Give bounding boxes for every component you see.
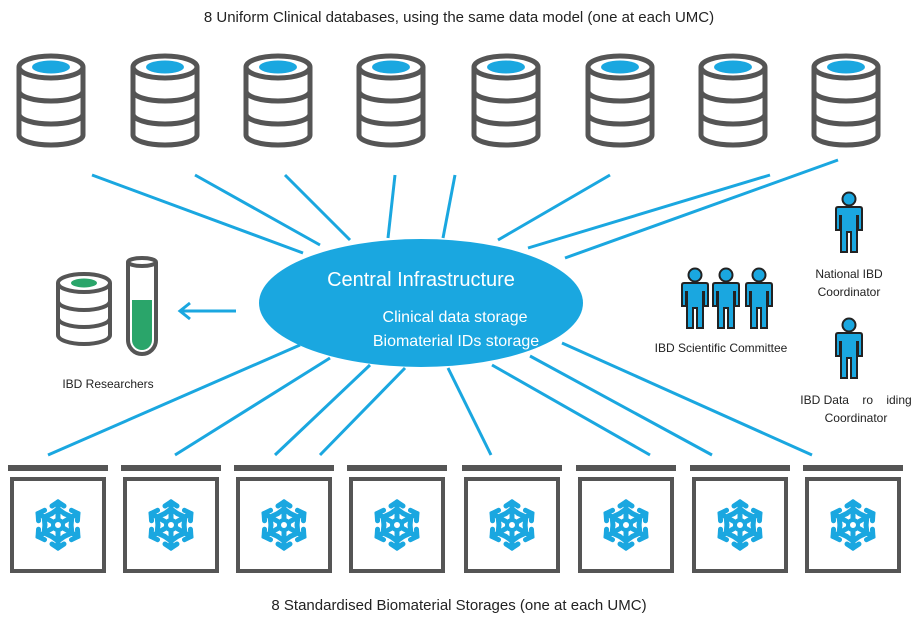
database-icon [585, 53, 655, 148]
connector-line-bottom [318, 366, 407, 457]
researchers-group: IBD Researchers [56, 256, 236, 391]
test-tube-icon [126, 256, 158, 356]
person-icon [835, 191, 863, 253]
database-icon [471, 53, 541, 148]
connector-line-top [497, 173, 611, 242]
data-coordinator-line2: Coordinator [825, 411, 888, 425]
database-icon [130, 53, 200, 148]
national-coordinator-line2: Coordinator [818, 285, 881, 299]
snowflake-icon [35, 502, 82, 548]
connector-line-bottom [561, 341, 813, 457]
snowflake-icon [148, 502, 195, 548]
header-title: 8 Uniform Clinical databases, using the … [204, 9, 714, 26]
data-coordinator-line1: IBD Data ro iding [800, 393, 911, 407]
storage-unit [576, 465, 676, 573]
storage-unit [462, 465, 562, 573]
connector-lines [47, 158, 839, 457]
footer-title: 8 Standardised Biomaterial Storages (one… [271, 597, 646, 614]
database-icon [56, 272, 112, 346]
person-icon [745, 267, 773, 329]
snowflake-icon [261, 502, 308, 548]
database-icon [243, 53, 313, 148]
snowflake-icon [830, 502, 877, 548]
connector-line-top [283, 173, 352, 242]
snowflake-icon [374, 502, 421, 548]
hub-title: Central Infrastructure [327, 269, 515, 291]
person-icon [712, 267, 740, 329]
connector-line-bottom [491, 363, 651, 457]
storage-unit [347, 465, 447, 573]
scientific-committee-group [681, 267, 773, 329]
snowflake-icon [489, 502, 536, 548]
person-icon [835, 317, 863, 379]
snowflake-icon [603, 502, 650, 548]
hub-line-biomaterial: Biomaterial IDs storage [373, 333, 539, 350]
database-icon [698, 53, 768, 148]
central-infrastructure[interactable]: Central Infrastructure Clinical data sto… [259, 239, 583, 367]
arrow-left-icon [177, 301, 236, 321]
database-row [16, 53, 881, 148]
connector-line-top [194, 173, 321, 247]
storage-unit [8, 465, 108, 573]
connector-line-top [441, 174, 457, 239]
storage-row [8, 465, 903, 573]
database-icon [356, 53, 426, 148]
database-icon [811, 53, 881, 148]
data-coordinator-group [835, 317, 863, 379]
connector-line-bottom [273, 363, 372, 457]
connector-line-bottom [446, 367, 493, 456]
connector-line-bottom [174, 356, 331, 457]
connector-line-top [91, 173, 304, 255]
storage-unit [121, 465, 221, 573]
national-coordinator-group [835, 191, 863, 253]
database-icon [16, 53, 86, 148]
storage-unit [234, 465, 334, 573]
national-coordinator-line1: National IBD [815, 267, 883, 281]
storage-unit [803, 465, 903, 573]
committee-label: IBD Scientific Committee [655, 341, 788, 355]
person-icon [681, 267, 709, 329]
connector-line-bottom [529, 354, 713, 457]
connector-line-top [527, 173, 771, 250]
snowflake-icon [717, 502, 764, 548]
hub-line-clinical: Clinical data storage [383, 309, 528, 326]
researchers-label: IBD Researchers [62, 377, 153, 391]
storage-unit [690, 465, 790, 573]
connector-line-bottom [47, 343, 301, 457]
hub-ellipse[interactable] [259, 239, 583, 367]
connector-line-top [564, 158, 839, 260]
connector-line-top [386, 174, 397, 239]
